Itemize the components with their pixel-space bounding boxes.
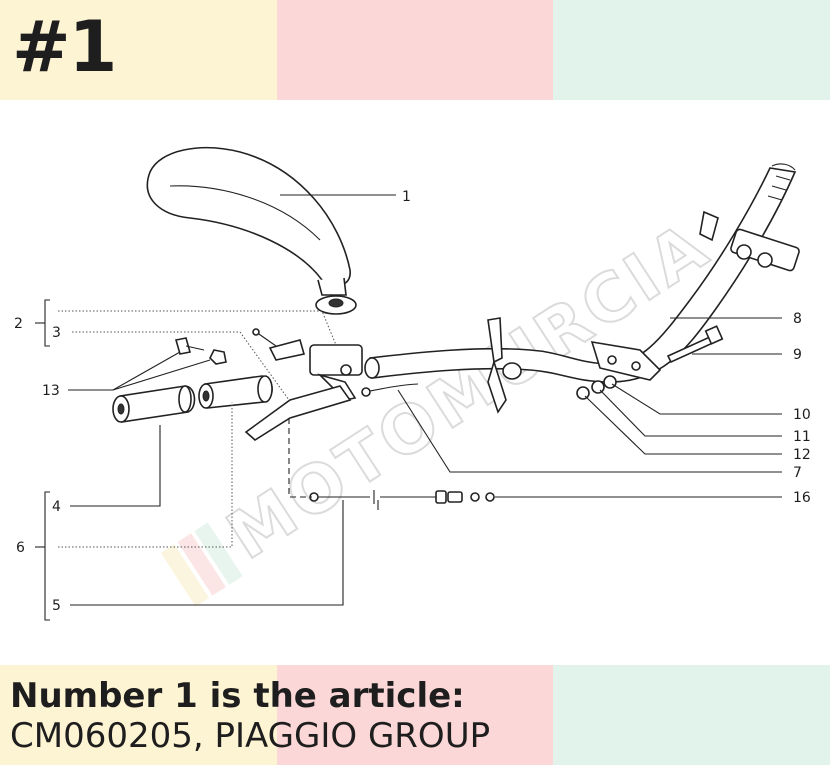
grip-left bbox=[112, 385, 196, 423]
label-11: 11 bbox=[793, 429, 811, 445]
watermark: MOTOMURCIA bbox=[160, 206, 724, 607]
mirror-part bbox=[146, 146, 357, 315]
watermark-text: MOTOMURCIA bbox=[214, 207, 723, 575]
watermark-stripe-yellow bbox=[160, 544, 210, 607]
label-12: 12 bbox=[793, 447, 811, 463]
grip-right bbox=[198, 375, 273, 409]
caption-band-yellow bbox=[0, 665, 277, 765]
watermark-stripe-pink bbox=[177, 533, 226, 596]
leader-lines bbox=[35, 194, 782, 621]
label-7: 7 bbox=[793, 465, 802, 481]
label-8: 8 bbox=[793, 311, 802, 327]
label-4: 4 bbox=[52, 499, 61, 515]
header-band-green bbox=[553, 0, 830, 100]
label-9: 9 bbox=[793, 347, 802, 363]
label-16: 16 bbox=[793, 490, 811, 506]
handlebar-part bbox=[364, 163, 800, 414]
label-13: 13 bbox=[42, 383, 60, 399]
caption-band-green bbox=[553, 665, 830, 765]
parts-diagram: MOTOMURCIA bbox=[14, 146, 811, 621]
caption-band-pink bbox=[277, 665, 553, 765]
label-6: 6 bbox=[16, 540, 25, 556]
header-band bbox=[0, 0, 830, 100]
assembly-dash bbox=[288, 418, 312, 498]
caption-band bbox=[0, 665, 830, 765]
header-band-pink bbox=[277, 0, 553, 100]
label-10: 10 bbox=[793, 407, 811, 423]
cable-end bbox=[361, 387, 371, 397]
header-title: #1 bbox=[12, 6, 117, 88]
brake-master-cylinder bbox=[244, 328, 363, 441]
label-3: 3 bbox=[52, 325, 61, 341]
cable-part-16 bbox=[309, 490, 495, 510]
label-2: 2 bbox=[14, 316, 23, 332]
label-1: 1 bbox=[402, 189, 411, 205]
watermark-stripe-green bbox=[194, 522, 243, 585]
label-5: 5 bbox=[52, 598, 61, 614]
caption-line-1: Number 1 is the article: bbox=[10, 676, 465, 716]
caption: Number 1 is the article: CM060205, PIAGG… bbox=[10, 676, 490, 756]
screw-part-13 bbox=[174, 337, 227, 365]
caption-line-2: CM060205, PIAGGIO GROUP bbox=[10, 716, 491, 756]
header-band-yellow bbox=[0, 0, 277, 100]
bolt-part-9 bbox=[666, 325, 724, 364]
